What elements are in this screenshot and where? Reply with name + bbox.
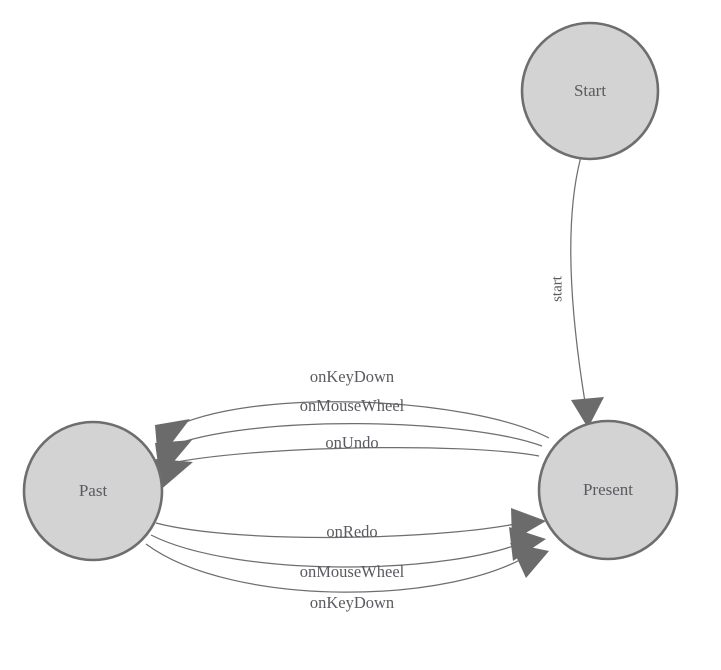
edge-label-past-present-mousewheel: onMouseWheel: [300, 562, 405, 581]
node-start[interactable]: Start: [520, 21, 660, 161]
edge-label-present-past-mousewheel: onMouseWheel: [300, 396, 405, 415]
edge-label-present-past-undo: onUndo: [325, 433, 378, 452]
edge-path-past-present-mousewheel: [150, 534, 532, 568]
edge-path-present-past-mousewheel: [167, 423, 543, 448]
edge-start-to-present[interactable]: start: [549, 158, 604, 429]
edge-label-past-present-keydown: onKeyDown: [310, 593, 394, 612]
edge-path-present-past-undo: [166, 446, 540, 465]
node-present-circle: [537, 419, 679, 561]
edge-path-start-present: [570, 158, 587, 409]
arrowhead-past-present-keydown: [510, 543, 549, 578]
edge-past-to-present-onredo[interactable]: onRedo: [155, 508, 546, 541]
edge-path-present-past-keydown: [167, 401, 550, 439]
edge-past-to-present-onkeydown[interactable]: onKeyDown: [145, 543, 549, 612]
edge-label-present-past-keydown: onKeyDown: [310, 367, 394, 386]
arrowhead-start-present: [571, 397, 604, 428]
node-past-circle: [22, 420, 164, 562]
edge-label-past-present-redo: onRedo: [326, 522, 377, 541]
edge-present-to-past-onundo[interactable]: onUndo: [156, 433, 540, 492]
node-present[interactable]: Present: [537, 419, 679, 561]
edge-present-to-past-onmousewheel[interactable]: onMouseWheel: [155, 396, 543, 478]
edge-label-start: start: [549, 275, 565, 302]
edge-path-past-present-keydown: [145, 543, 536, 593]
edge-past-to-present-onmousewheel[interactable]: onMouseWheel: [150, 527, 546, 581]
edge-path-past-present-redo: [155, 520, 530, 539]
arrowhead-present-past-undo: [156, 459, 193, 492]
node-past[interactable]: Past: [22, 420, 164, 562]
node-start-circle: [520, 21, 660, 161]
